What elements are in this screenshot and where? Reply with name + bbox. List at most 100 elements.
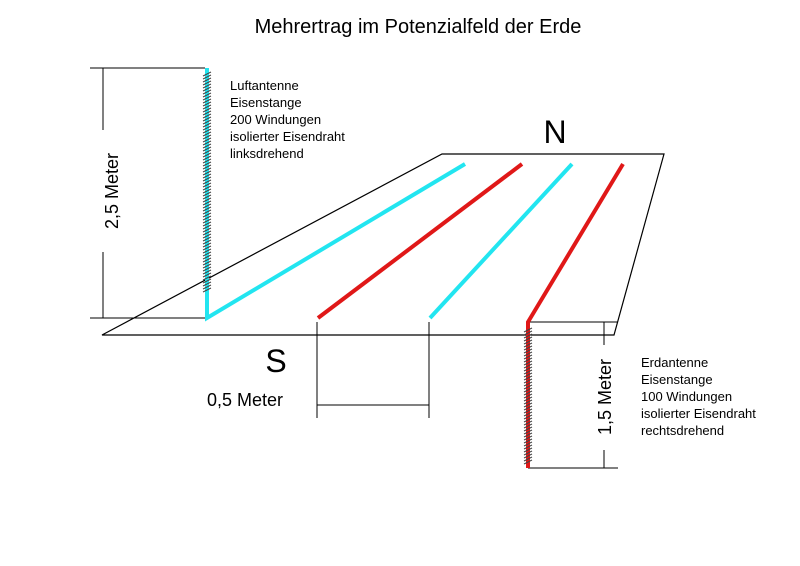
air-coil-winding	[202, 92, 212, 98]
air-coil-winding	[202, 284, 212, 290]
ground-coil-winding	[523, 384, 533, 390]
air-antenna-description: Luftantenne Eisenstange 200 Windungen is…	[230, 78, 349, 161]
air-coil-winding	[202, 176, 212, 182]
air-coil-winding	[202, 74, 212, 80]
ground-antenna-coil	[523, 327, 533, 465]
air-coil-winding	[202, 233, 212, 239]
air-coil-winding	[202, 257, 212, 263]
air-coil-winding	[202, 182, 212, 188]
ground-coil-winding	[523, 456, 533, 462]
air-coil-winding	[202, 155, 212, 161]
air-antenna-line-2: Eisenstange	[230, 95, 302, 110]
ground-coil-winding	[523, 405, 533, 411]
air-coil-winding	[202, 266, 212, 272]
ground-coil-winding	[523, 435, 533, 441]
ground-coil-winding	[523, 432, 533, 438]
air-coil-winding	[202, 209, 212, 215]
ground-coil-winding	[523, 333, 533, 339]
air-coil-winding	[202, 86, 212, 92]
ground-antenna-line-5: rechtsdrehend	[641, 423, 724, 438]
ground-coil-winding	[523, 351, 533, 357]
red-wire-1	[316, 162, 524, 320]
air-coil-winding	[202, 125, 212, 131]
air-coil-winding	[202, 212, 212, 218]
ground-coil-winding	[523, 345, 533, 351]
ground-coil-winding	[523, 375, 533, 381]
spacing-label: 0,5 Meter	[207, 390, 283, 410]
ground-coil-winding	[523, 441, 533, 447]
air-coil-winding	[202, 269, 212, 275]
ground-coil-winding	[523, 420, 533, 426]
ground-coil-winding	[523, 378, 533, 384]
ground-antenna-line-2: Eisenstange	[641, 372, 713, 387]
ground-coil-winding	[523, 342, 533, 348]
air-coil-winding	[202, 80, 212, 86]
air-coil-winding	[202, 158, 212, 164]
ground-coil-winding	[523, 417, 533, 423]
ground-coil-winding	[523, 429, 533, 435]
air-coil-winding	[202, 185, 212, 191]
ground-coil-winding	[523, 393, 533, 399]
air-antenna-line-4: isolierter Eisendraht	[230, 129, 345, 144]
ground-coil-winding	[523, 330, 533, 336]
air-coil-winding	[202, 173, 212, 179]
air-coil-winding	[202, 272, 212, 278]
air-coil-winding	[202, 161, 212, 167]
ground-antenna-line-3: 100 Windungen	[641, 389, 732, 404]
air-coil-winding	[202, 140, 212, 146]
air-coil-winding	[202, 89, 212, 95]
ground-coil-winding	[523, 423, 533, 429]
ground-coil-winding	[523, 444, 533, 450]
north-label: N	[543, 114, 566, 150]
ground-coil-winding	[523, 339, 533, 345]
air-coil-winding	[202, 215, 212, 221]
air-coil-winding	[202, 119, 212, 125]
ground-coil-winding	[523, 438, 533, 444]
air-coil-winding	[202, 107, 212, 113]
ground-coil-winding	[523, 387, 533, 393]
air-coil-winding	[202, 134, 212, 140]
air-coil-winding	[202, 260, 212, 266]
air-coil-winding	[202, 188, 212, 194]
air-coil-winding	[202, 251, 212, 257]
ground-coil-winding	[523, 381, 533, 387]
air-coil-winding	[202, 278, 212, 284]
air-coil-winding	[202, 221, 212, 227]
air-coil-winding	[202, 218, 212, 224]
air-coil-winding	[202, 131, 212, 137]
ground-coil-winding	[523, 348, 533, 354]
ground-coil-winding	[523, 369, 533, 375]
air-antenna-line-3: 200 Windungen	[230, 112, 321, 127]
ground-coil-winding	[523, 360, 533, 366]
air-coil-winding	[202, 281, 212, 287]
air-coil-winding	[202, 239, 212, 245]
air-coil-winding	[202, 224, 212, 230]
ground-coil-winding	[523, 426, 533, 432]
air-coil-winding	[202, 110, 212, 116]
ground-coil-winding	[523, 354, 533, 360]
air-coil-winding	[202, 95, 212, 101]
air-coil-winding	[202, 71, 212, 77]
air-coil-winding	[202, 248, 212, 254]
air-coil-winding	[202, 137, 212, 143]
air-antenna-line-1: Luftantenne	[230, 78, 299, 93]
ground-coil-winding	[523, 390, 533, 396]
air-coil-winding	[202, 194, 212, 200]
air-coil-winding	[202, 200, 212, 206]
air-coil-winding	[202, 101, 212, 107]
ground-coil-winding	[523, 399, 533, 405]
ground-coil-winding	[523, 414, 533, 420]
ground-coil-winding	[523, 396, 533, 402]
air-coil-winding	[202, 197, 212, 203]
air-antenna-coil	[202, 71, 212, 293]
air-antenna-line-5: linksdrehend	[230, 146, 304, 161]
ground-coil-winding	[523, 366, 533, 372]
red-wire-ground-antenna	[526, 162, 625, 468]
ground-coil-winding	[523, 402, 533, 408]
air-coil-winding	[202, 179, 212, 185]
air-coil-winding	[202, 98, 212, 104]
air-coil-winding	[202, 242, 212, 248]
air-coil-winding	[202, 263, 212, 269]
air-coil-winding	[202, 287, 212, 293]
air-coil-winding	[202, 275, 212, 281]
